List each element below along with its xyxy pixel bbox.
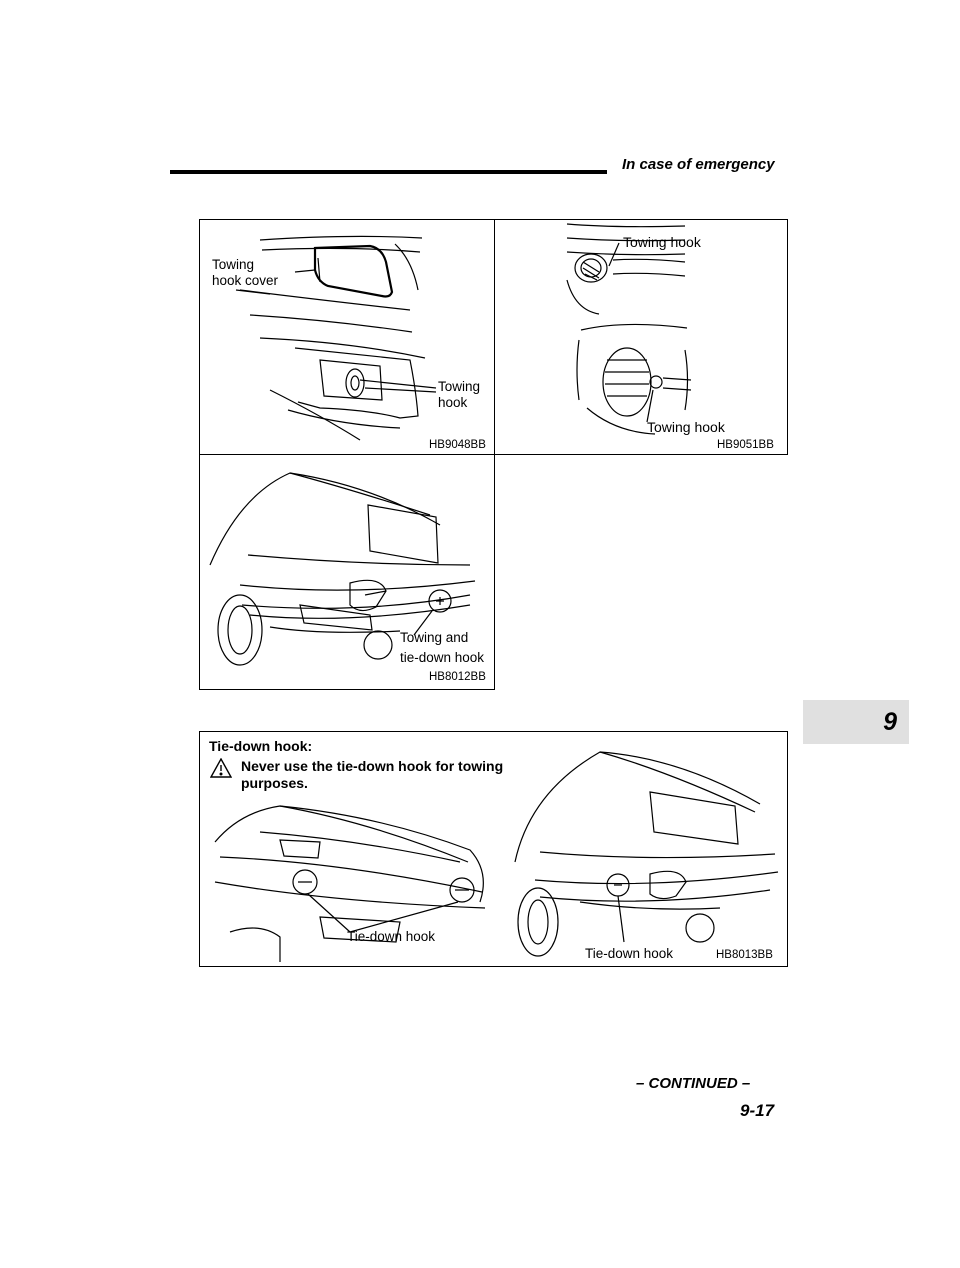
tiedown-warning-line2: purposes. <box>241 775 308 791</box>
section-tab: 9 <box>803 700 909 744</box>
label-towing-and-tiedown-line1: Towing and <box>400 630 469 645</box>
label-towing-hook-cover-line1: Towing <box>212 257 255 272</box>
towing-tiedown-hook-illustration <box>209 472 476 666</box>
label-towing-hook-cover-line2: hook cover <box>212 273 279 288</box>
page-number: 9-17 <box>740 1101 775 1120</box>
continued-label: – CONTINUED – <box>636 1075 751 1092</box>
page-header-title: In case of emergency <box>622 156 775 173</box>
label-tiedown-hook-right: Tie-down hook <box>585 946 674 961</box>
label-towing-and-tiedown-line2: tie-down hook <box>400 650 485 665</box>
section-tab-number: 9 <box>883 708 897 736</box>
label-towing-hook-line2: hook <box>438 395 468 410</box>
towing-hook-cover-illustration <box>235 235 437 441</box>
figure-code-hb8012bb: HB8012BB <box>429 671 486 683</box>
warning-triangle-icon <box>210 758 232 778</box>
label-towing-hook-bottom: Towing hook <box>647 419 725 435</box>
towing-hook-front-illustration <box>566 223 692 435</box>
figure-towing-hook-front: Towing hook Towing hook HB9051BB <box>494 219 788 455</box>
tiedown-hook-illustration <box>214 751 779 962</box>
label-towing-hook-line1: Towing <box>438 379 481 394</box>
label-towing-hook-top: Towing hook <box>623 234 701 250</box>
tiedown-warning-line1: Never use the tie-down hook for towing <box>241 758 504 774</box>
figure-towing-hook-cover: Towing hook cover Towing hook HB9048BB <box>199 219 495 455</box>
header-rule <box>170 170 607 174</box>
figure-towing-tiedown-hook: Towing and tie-down hook HB8012BB <box>199 454 495 690</box>
tiedown-title: Tie-down hook: <box>209 738 313 754</box>
figure-code-hb9048bb: HB9048BB <box>429 439 486 451</box>
figure-code-hb8013bb: HB8013BB <box>716 949 773 961</box>
label-tiedown-hook-left: Tie-down hook <box>347 929 436 944</box>
figure-code-hb9051bb: HB9051BB <box>717 439 774 451</box>
figure-tiedown-hook: Tie-down hook: Never use the tie-down ho… <box>199 731 788 967</box>
